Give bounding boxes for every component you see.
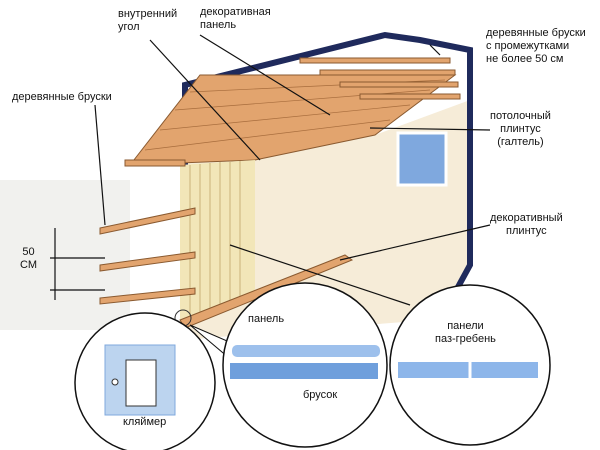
clip-hole: [111, 378, 119, 386]
room-frame: [182, 31, 473, 340]
label-batten: брусок: [303, 389, 338, 401]
ceiling-battens: [299, 57, 461, 100]
label-panel: панель: [248, 313, 285, 325]
tongue-groove-boards: [398, 362, 538, 378]
label-battens: деревянные бруски: [12, 91, 112, 103]
label-clip: кляймер: [123, 416, 167, 428]
batten-board: [230, 363, 378, 379]
wall-panel-grooves: [189, 161, 241, 320]
panel-board: [232, 345, 380, 357]
leader-lines: [50, 34, 491, 306]
wall-panel: [180, 160, 255, 325]
clip-window: [125, 359, 157, 407]
background-shade: [0, 180, 130, 330]
wall-battens: [99, 159, 196, 305]
window: [396, 131, 448, 187]
